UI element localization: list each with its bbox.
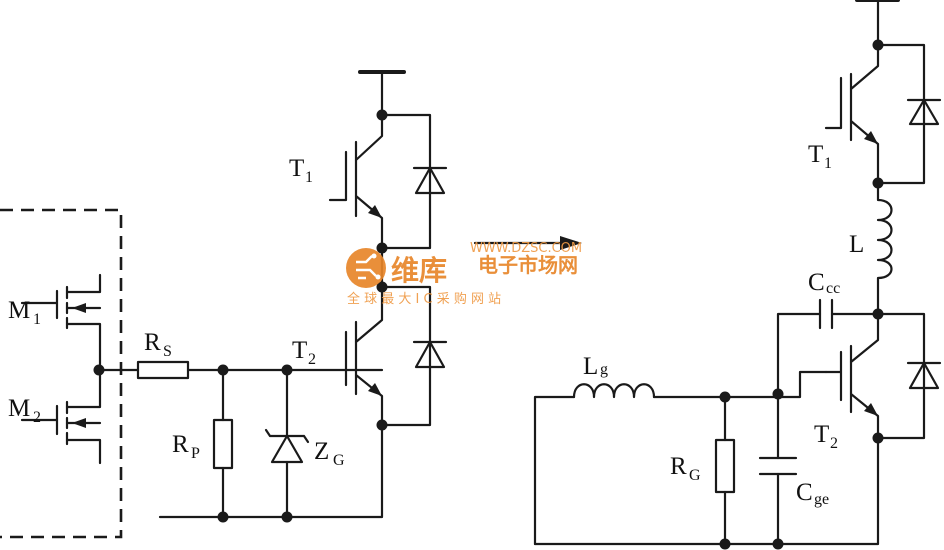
watermark-logo-icon <box>346 248 386 288</box>
igbt-t1 <box>328 113 384 250</box>
label-rp: R <box>172 431 189 458</box>
label-t1: T <box>289 155 304 182</box>
label-t2-right: T <box>814 421 829 448</box>
diode-d1 <box>412 166 448 195</box>
label-rs: R <box>144 329 161 356</box>
igbt-t1-right <box>824 43 880 185</box>
resistor-rs <box>136 360 190 380</box>
svg-text:1: 1 <box>305 169 313 186</box>
svg-text:G: G <box>333 452 345 469</box>
label-l: L <box>849 231 864 258</box>
mosfet-m2 <box>20 368 102 465</box>
mosfet-m1 <box>20 273 102 372</box>
resistor-rg <box>714 438 736 494</box>
label-t2: T <box>292 337 307 364</box>
label-zg: Z <box>314 438 329 465</box>
watermark-site-name: 电子市场网 <box>478 253 578 277</box>
svg-text:1: 1 <box>33 311 41 328</box>
watermark-brand: 维库 <box>391 254 447 287</box>
zener-zg <box>264 368 310 519</box>
label-cge: C <box>796 479 813 506</box>
svg-text:1: 1 <box>824 155 832 172</box>
svg-text:G: G <box>689 467 701 484</box>
watermark-url: WWW.DZSC.COM <box>470 241 582 256</box>
label-ccc: C <box>808 269 825 296</box>
watermark-tagline: 全 球 最 大 I C 采 购 网 站 <box>347 291 501 307</box>
igbt-t2-right <box>824 312 880 440</box>
label-rg: R <box>670 453 687 480</box>
ground-wire <box>158 423 384 519</box>
label-m2: M <box>8 395 30 422</box>
igbt-t2 <box>344 285 384 427</box>
diode-d1-right <box>906 98 942 126</box>
resistor-rp <box>212 418 234 470</box>
svg-text:2: 2 <box>830 435 838 452</box>
svg-text:cc: cc <box>826 280 840 297</box>
capacitor-ccc <box>818 298 834 330</box>
svg-text:2: 2 <box>33 409 41 426</box>
driver-box <box>0 208 123 539</box>
equivalence-arrow <box>473 236 582 250</box>
left-circuit: M 1 M 2 R S R P Z G T 1 T 2 <box>0 70 448 539</box>
inductor-l <box>876 181 893 316</box>
svg-text:S: S <box>163 343 172 360</box>
diode-d2 <box>412 340 448 369</box>
svg-text:2: 2 <box>308 351 316 368</box>
label-lg: L <box>583 353 598 380</box>
inductor-lg <box>572 383 656 399</box>
diode-d2-right <box>906 361 942 390</box>
label-m1: M <box>8 297 30 324</box>
right-circuit: T 1 L C cc L g R G C ge T 2 <box>533 0 942 550</box>
svg-text:g: g <box>600 361 608 378</box>
svg-text:ge: ge <box>814 491 829 508</box>
svg-text:P: P <box>191 445 200 462</box>
watermark: 维库 电子市场网 WWW.DZSC.COM 全 球 最 大 I C 采 购 网 … <box>346 241 582 307</box>
capacitor-cge <box>758 456 798 476</box>
label-t1-right: T <box>808 141 823 168</box>
